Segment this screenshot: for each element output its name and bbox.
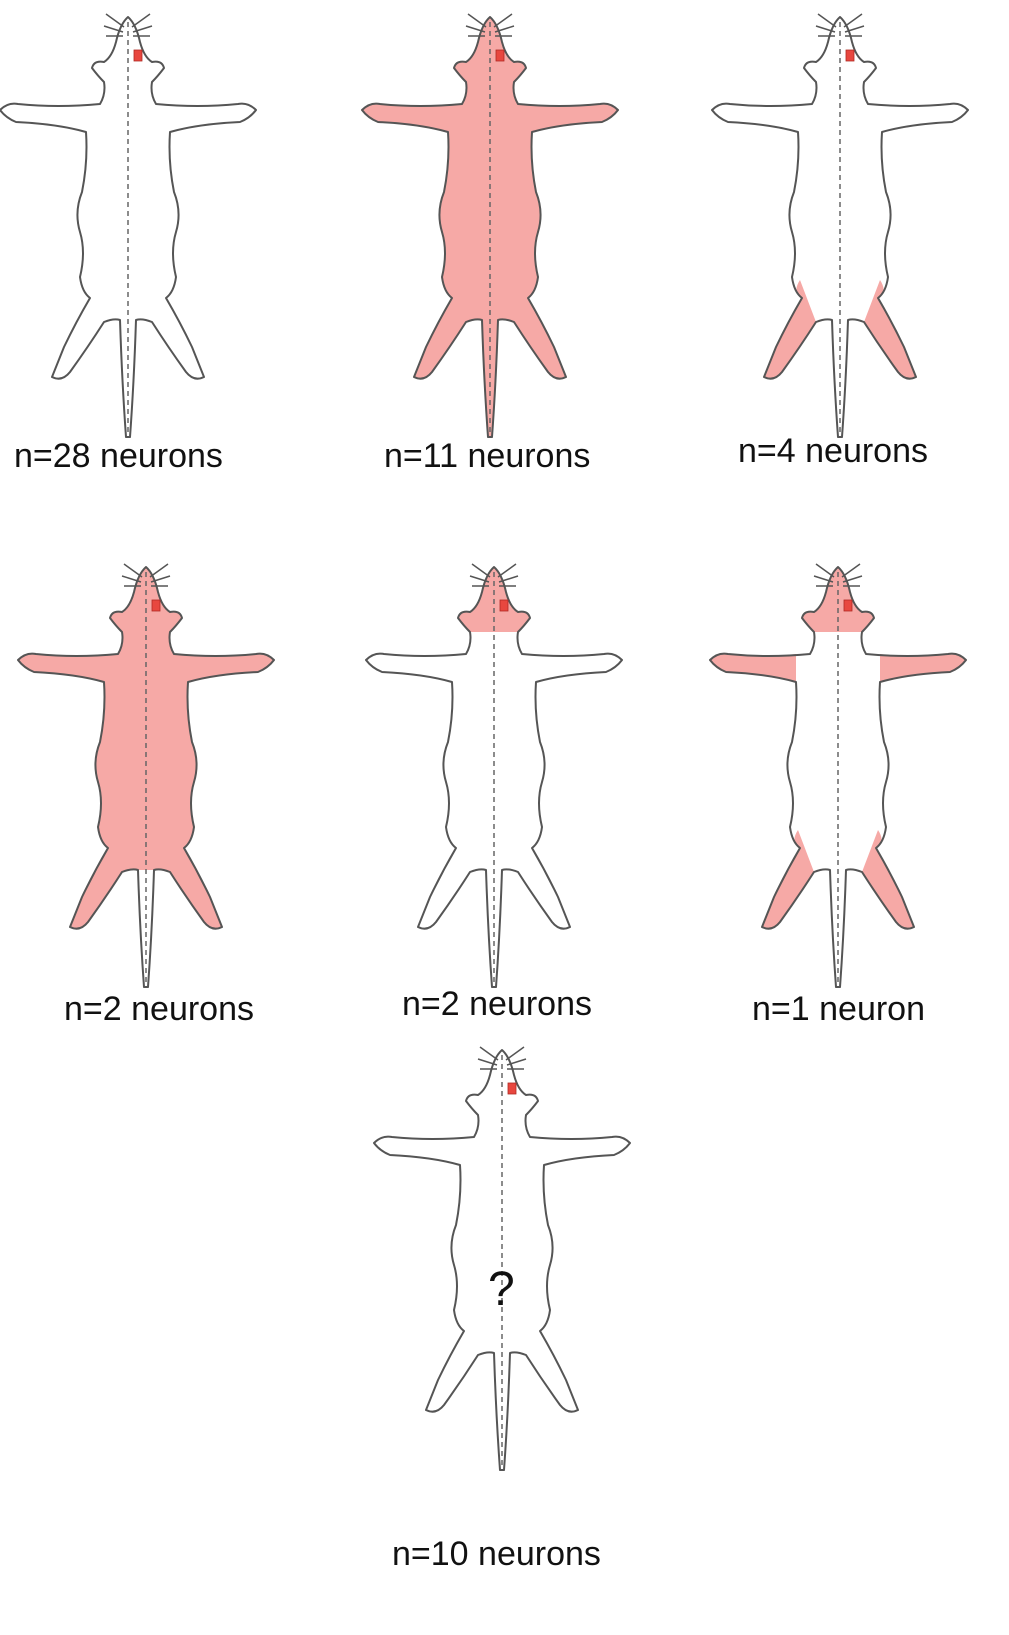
recording-site-marker bbox=[500, 600, 508, 611]
rat-diagram-3 bbox=[712, 14, 968, 437]
neuron-count-label: n=2 neurons bbox=[402, 985, 592, 1024]
neuron-count-label: n=11 neurons bbox=[384, 437, 590, 476]
rat-diagram-4 bbox=[18, 564, 274, 987]
neuron-count-label: n=4 neurons bbox=[738, 432, 928, 471]
rat-diagram-1 bbox=[0, 14, 256, 437]
recording-site-marker bbox=[496, 50, 504, 61]
recording-site-marker bbox=[152, 600, 160, 611]
recording-site-marker bbox=[508, 1083, 516, 1094]
recording-site-marker bbox=[844, 600, 852, 611]
neuron-count-label: n=1 neuron bbox=[752, 990, 925, 1029]
recording-site-marker bbox=[846, 50, 854, 61]
neuron-count-label: n=10 neurons bbox=[392, 1535, 601, 1574]
unknown-field-mark: ? bbox=[488, 1262, 515, 1317]
neuron-count-label: n=28 neurons bbox=[14, 437, 223, 476]
rat-diagram-5 bbox=[366, 564, 622, 987]
rat-diagram-2 bbox=[362, 14, 618, 437]
rat-diagram-6 bbox=[710, 564, 966, 987]
recording-site-marker bbox=[134, 50, 142, 61]
rat-diagram-7 bbox=[374, 1047, 630, 1470]
neuron-count-label: n=2 neurons bbox=[64, 990, 254, 1029]
